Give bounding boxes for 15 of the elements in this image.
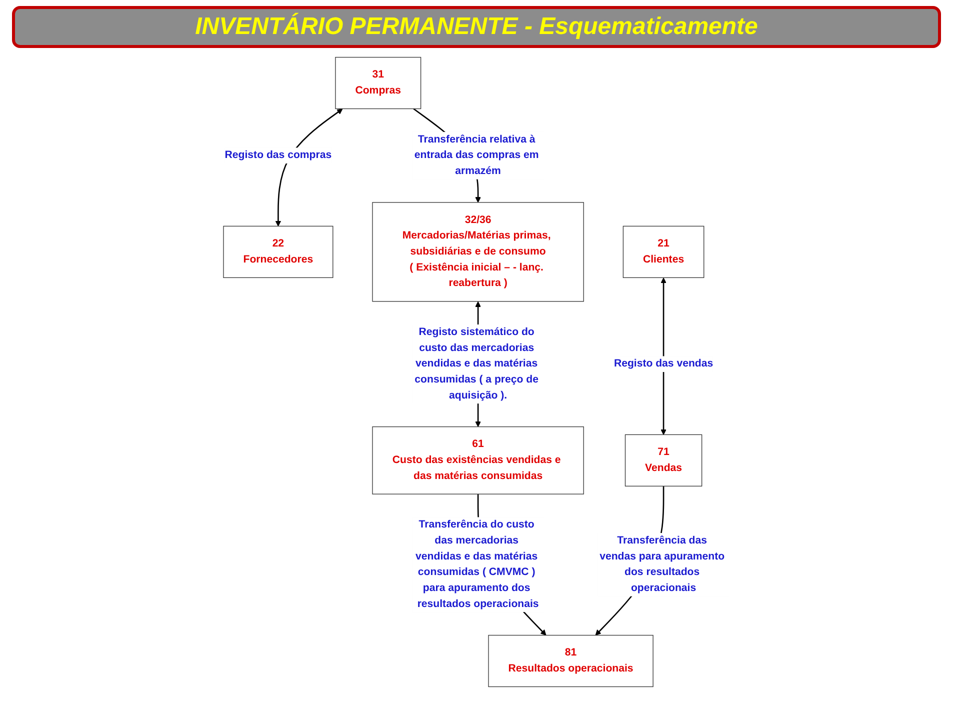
node-box: 61 Custo das existências vendidas e das matérias consumidas [372, 426, 584, 494]
arrow [660, 278, 666, 435]
edge-label: Registo das compras [224, 150, 332, 161]
edge-label: Registo sistemático do custo das mercadorias vendidas e das matérias consumidas ( a preço de aquisição ). [414, 326, 538, 402]
edge-label: Registo das vendas [614, 358, 714, 370]
node-box: 21 Clientes [622, 226, 704, 278]
node-box: 81 Resultados operacionais [488, 634, 654, 688]
edge-label: Transferência relativa à entrada das compras em armazém [414, 134, 539, 177]
node-box: 71 Vendas [624, 434, 702, 486]
title-banner: INVENTÁRIO PERMANENTE - Esquematicamente [12, 6, 941, 48]
edge-label: Transferência do custo das mercadorias vendidas e das matérias consumidas ( CMVMC ) para apuramento dos resultados operacionais [416, 519, 539, 610]
node-box: 32/36 Mercadorias/Matérias primas, subsidiárias e de consumo ( Existência inicial – - lanç. reabertura ) [372, 202, 584, 302]
edge-label: Transferência das vendas para apuramento dos resultados operacionais [600, 534, 725, 594]
node-box: 31 Compras [335, 56, 422, 110]
node-box: 22 Fornecedores [223, 226, 334, 278]
